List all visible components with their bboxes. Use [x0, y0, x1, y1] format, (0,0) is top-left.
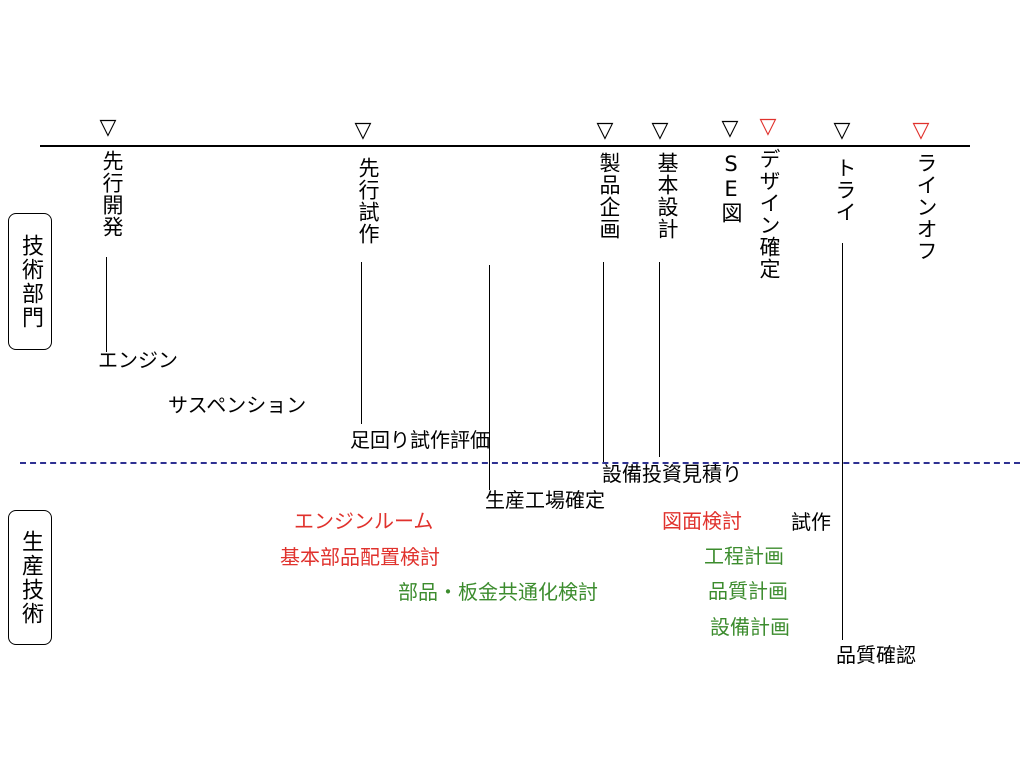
milestone-marker-se-zu: ▽	[721, 116, 739, 141]
milestone-label: 先行試作	[356, 157, 380, 245]
department-box-engineering: 技術部門	[8, 213, 52, 350]
task-label: 足回り試作評価	[350, 428, 490, 452]
milestone-label: ラインオフ	[914, 152, 938, 262]
milestone-marker-line-off: ▽	[912, 118, 930, 143]
milestone-label: デザイン確定	[757, 148, 781, 280]
milestone-label: 先行開発	[100, 150, 124, 238]
task-label: 部品・板金共通化検討	[398, 580, 598, 604]
task-label: 生産工場確定	[485, 488, 605, 512]
task-label: エンジン	[98, 348, 178, 372]
department-label: 生産技術	[18, 529, 43, 626]
task-label: 基本部品配置検討	[280, 545, 440, 569]
task-label: サスペンション	[168, 393, 307, 417]
task-label: エンジンルーム	[294, 509, 434, 533]
milestone-marker-senko-shisaku: ▽	[354, 118, 372, 143]
task-label: 設備投資見積り	[602, 462, 742, 486]
task-label: 品質確認	[836, 643, 916, 667]
milestone-marker-seihin-kikaku: ▽	[596, 118, 614, 143]
milestone-marker-senko-kaihatsu: ▽	[99, 115, 117, 140]
connector-line	[659, 262, 660, 457]
milestone-label: 製品企画	[597, 152, 621, 240]
milestone-marker-design-kakutei: ▽	[759, 114, 777, 139]
milestone-label: SE図	[719, 152, 743, 224]
milestone-label: 基本設計	[655, 152, 679, 240]
milestone-marker-try: ▽	[833, 118, 851, 143]
department-box-production: 生産技術	[8, 510, 52, 645]
department-divider	[20, 462, 1020, 464]
connector-line	[489, 265, 490, 490]
connector-line	[842, 243, 843, 640]
milestone-marker-kihon-sekkei: ▽	[651, 118, 669, 143]
connector-line	[603, 262, 604, 462]
task-label: 品質計画	[708, 579, 788, 603]
department-label: 技術部門	[18, 233, 43, 330]
timeline-axis	[40, 145, 970, 147]
task-label: 設備計画	[710, 615, 790, 639]
milestone-label: トライ	[833, 157, 857, 223]
task-label: 工程計画	[704, 544, 784, 568]
task-label: 試作	[791, 510, 831, 534]
connector-line	[106, 257, 107, 352]
connector-line	[361, 262, 362, 424]
task-label: 図面検討	[662, 509, 742, 533]
